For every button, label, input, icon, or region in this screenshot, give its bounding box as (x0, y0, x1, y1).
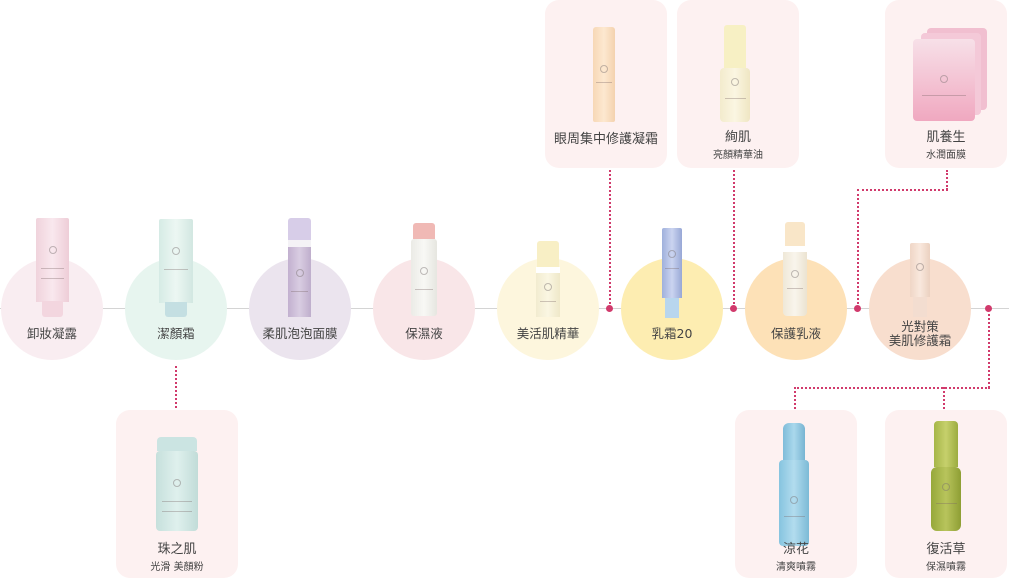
box-subtitle: 亮顏精華油 (713, 150, 763, 161)
connector-mask-b (857, 189, 948, 191)
product-moist-mist-image (931, 467, 961, 531)
box-title: 涼花 (782, 542, 809, 557)
product-box-powder[interactable]: 珠之肌 光滑 美顏粉 (116, 410, 238, 578)
product-cleansing-gel-image (36, 218, 69, 302)
product-box-mask[interactable]: 肌養生 水潤面膜 (885, 0, 1007, 168)
bottle-cap (724, 25, 746, 69)
connector-mist-a (988, 309, 990, 388)
bottle-cap (157, 437, 197, 451)
connector-mist-d (943, 387, 945, 409)
step-label: 保濕液 (405, 326, 443, 341)
connector-mist-c (794, 387, 796, 409)
product-powder-image (156, 451, 198, 531)
product-essence-image (536, 267, 560, 317)
step-label: 潔顏霜 (157, 326, 195, 341)
bottle-cap (288, 218, 311, 240)
product-oil-image (720, 68, 750, 122)
connector-oil (733, 170, 735, 308)
step-label: 柔肌泡泡面膜 (262, 326, 338, 341)
box-subtitle: 保濕噴霧 (926, 562, 966, 573)
step-label: 保護乳液 (770, 326, 821, 341)
box-title: 珠之肌 (157, 542, 197, 557)
step-label: 美活肌精華 (516, 326, 580, 341)
product-mask-image (913, 39, 975, 121)
product-cleansing-foam-image (159, 219, 193, 303)
connector-mist-b (794, 387, 990, 389)
product-repair-cream-image (910, 243, 930, 297)
connector-mask-c (857, 189, 859, 308)
tube-cap (665, 298, 679, 318)
product-cool-mist-image (779, 460, 809, 546)
tube-cap (42, 301, 63, 317)
product-box-eye-cream[interactable]: 眼周集中修護凝霜 (545, 0, 667, 168)
box-title: 絢肌 (724, 130, 751, 145)
product-eye-cream-image (593, 27, 615, 122)
step-label: 乳霜20 (651, 326, 693, 341)
spray-cap (783, 423, 805, 461)
connector-powder (175, 366, 177, 408)
step-label: 光對策 (901, 319, 939, 334)
junction-dot (854, 305, 861, 312)
step-label-line2: 美肌修護霜 (888, 333, 952, 348)
box-title: 眼周集中修護凝霜 (553, 132, 658, 147)
product-cream-20-image (662, 228, 682, 298)
bottle-cap (537, 241, 559, 267)
product-box-cool-mist[interactable]: 涼花 清爽噴霧 (735, 410, 857, 578)
box-subtitle: 水潤面膜 (926, 150, 966, 161)
product-box-moist-mist[interactable]: 復活草 保濕噴霧 (885, 410, 1007, 578)
product-box-oil[interactable]: 絢肌 亮顏精華油 (677, 0, 799, 168)
bottle-cap (413, 223, 435, 239)
box-title: 復活草 (926, 542, 966, 557)
spray-cap (934, 421, 958, 467)
box-subtitle: 光滑 美顏粉 (150, 562, 204, 573)
tube-cap (913, 297, 927, 317)
connector-eye-cream (609, 170, 611, 308)
product-milk-image (783, 246, 807, 316)
junction-dot (606, 305, 613, 312)
bottle-cap (785, 222, 805, 246)
product-foam-mask-image (288, 240, 311, 317)
junction-dot (730, 305, 737, 312)
product-lotion-image (411, 239, 437, 316)
box-title: 肌養生 (926, 130, 966, 145)
box-subtitle: 清爽噴霧 (776, 562, 816, 573)
step-label: 卸妝凝露 (26, 326, 77, 341)
junction-dot (985, 305, 992, 312)
tube-cap (165, 302, 187, 317)
connector-mask-a (946, 170, 948, 190)
